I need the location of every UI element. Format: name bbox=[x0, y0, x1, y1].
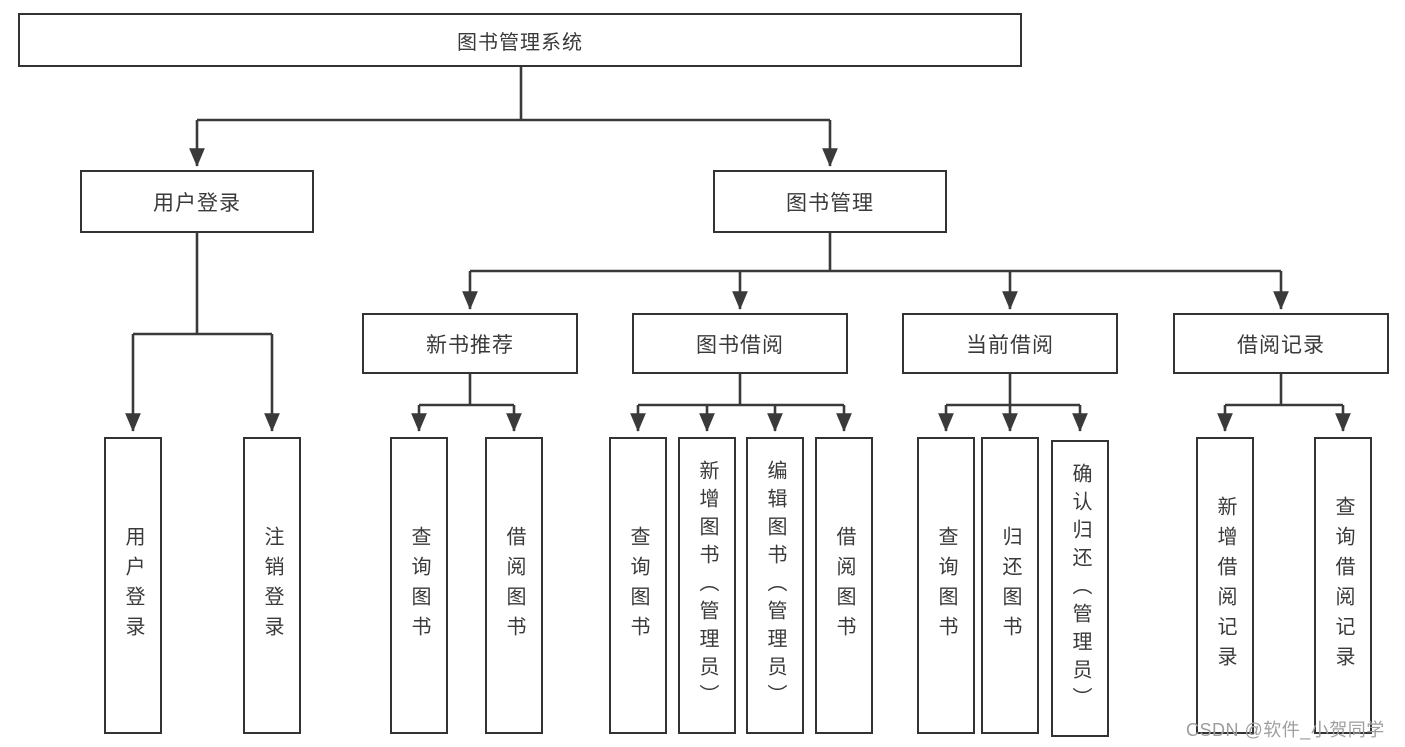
csdn-watermark: CSDN @软件_小贺同学 bbox=[1186, 720, 1385, 740]
edge-current-borrowing-to-children bbox=[938, 374, 1088, 432]
node-label: 编辑图书（管理员） bbox=[764, 459, 786, 712]
node-label: 用户登录 bbox=[153, 191, 241, 215]
node-current-borrowing: 当前借阅 bbox=[902, 313, 1118, 374]
node-library-system: 图书管理系统 bbox=[18, 13, 1022, 67]
node-label: 图书管理 bbox=[786, 191, 874, 215]
node-label: 查询图书 bbox=[935, 525, 957, 646]
node-label: 借阅图书 bbox=[833, 525, 855, 646]
leaf-cb-query-books: 查询图书 bbox=[917, 437, 975, 734]
node-label: 新增图书（管理员） bbox=[696, 459, 718, 712]
node-borrowing-records: 借阅记录 bbox=[1173, 313, 1389, 374]
node-label: 新增借阅记录 bbox=[1214, 495, 1236, 676]
edge-borrowing-records-to-children bbox=[1217, 374, 1351, 432]
leaf-bb-edit-books-admin: 编辑图书（管理员） bbox=[746, 437, 804, 734]
edge-book-management-to-level3 bbox=[462, 233, 1289, 310]
leaf-br-add-record: 新增借阅记录 bbox=[1196, 437, 1254, 734]
leaf-logout: 注销登录 bbox=[243, 437, 301, 734]
node-label: 归还图书 bbox=[999, 525, 1021, 646]
leaf-bb-query-books: 查询图书 bbox=[609, 437, 667, 734]
node-label: 图书管理系统 bbox=[457, 31, 583, 54]
node-label: 确认归还（管理员） bbox=[1069, 462, 1091, 715]
node-user-login: 用户登录 bbox=[80, 170, 314, 233]
leaf-br-query-record: 查询借阅记录 bbox=[1314, 437, 1372, 734]
node-new-book-recommend: 新书推荐 bbox=[362, 313, 578, 374]
edge-root-to-level2 bbox=[189, 67, 838, 167]
edge-book-borrowing-to-children bbox=[630, 374, 852, 432]
node-book-management: 图书管理 bbox=[713, 170, 947, 233]
leaf-cb-return-books: 归还图书 bbox=[981, 437, 1039, 734]
node-label: 查询借阅记录 bbox=[1332, 495, 1354, 676]
leaf-bb-add-books-admin: 新增图书（管理员） bbox=[678, 437, 736, 734]
node-label: 图书借阅 bbox=[696, 333, 784, 357]
node-label: 新书推荐 bbox=[426, 333, 514, 357]
node-label: 借阅图书 bbox=[503, 525, 525, 646]
leaf-bb-borrow-books: 借阅图书 bbox=[815, 437, 873, 734]
node-label: 当前借阅 bbox=[966, 333, 1054, 357]
node-book-borrowing: 图书借阅 bbox=[632, 313, 848, 374]
node-label: 注销登录 bbox=[261, 525, 283, 646]
leaf-nbr-query-books: 查询图书 bbox=[390, 437, 448, 734]
node-label: 查询图书 bbox=[627, 525, 649, 646]
leaf-cb-confirm-return-admin: 确认归还（管理员） bbox=[1051, 440, 1109, 737]
node-label: 借阅记录 bbox=[1237, 333, 1325, 357]
node-label: 用户登录 bbox=[122, 525, 144, 646]
node-label: 查询图书 bbox=[408, 525, 430, 646]
edge-new-book-recommend-to-children bbox=[411, 374, 522, 432]
leaf-nbr-borrow-books: 借阅图书 bbox=[485, 437, 543, 734]
edge-user-login-to-children bbox=[125, 233, 280, 432]
leaf-user-login: 用户登录 bbox=[104, 437, 162, 734]
